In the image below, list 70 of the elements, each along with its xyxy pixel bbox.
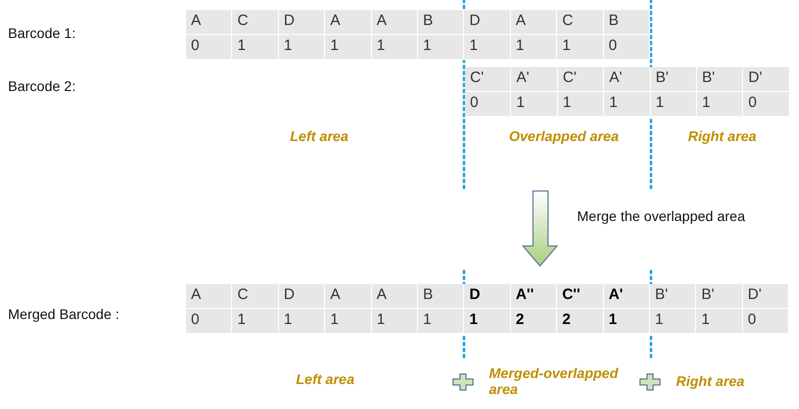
barcode-cell: B [418, 10, 464, 35]
barcode-cell: A [325, 10, 372, 35]
barcode-cell: B' [696, 284, 743, 309]
area-label: Merged-overlapped area [489, 365, 620, 397]
barcode-cell: 1 [557, 35, 604, 60]
barcode-cell: 2 [510, 309, 558, 334]
barcode-cell: 1 [418, 35, 464, 60]
barcode-cell: 1 [464, 309, 511, 334]
barcode-cell: 1 [372, 35, 418, 60]
barcode-cell: B' [697, 67, 744, 92]
barcode-cell: A' [511, 67, 558, 92]
barcode-cell: 0 [465, 92, 512, 117]
row-label: Merged Barcode : [8, 306, 120, 322]
barcode-cell: 1 [278, 309, 326, 334]
barcode-cell: D' [743, 67, 790, 92]
area-label: Left area [290, 128, 348, 144]
barcode-cell: 0 [186, 35, 232, 60]
area-label: Right area [688, 128, 756, 144]
barcode-cell: A [372, 284, 418, 309]
barcode-cell: A'' [510, 284, 558, 309]
barcode-cell: D [464, 10, 511, 35]
barcode-cell: B [418, 284, 464, 309]
barcode-cell: C' [465, 67, 512, 92]
barcode-cell: D' [742, 284, 790, 309]
barcode-cell: D [464, 284, 511, 309]
barcode-cell: 1 [650, 92, 697, 117]
barcode-cell: 1 [232, 309, 279, 334]
barcode-cell: A [510, 10, 558, 35]
barcode-cell: 0 [742, 309, 790, 334]
barcode-cell: 0 [604, 35, 650, 60]
barcode-cell: B [604, 10, 650, 35]
barcode-cell: 1 [232, 35, 279, 60]
row-label: Barcode 2: [8, 78, 76, 94]
barcode-cell: 1 [696, 309, 743, 334]
barcode-cell: D [278, 10, 326, 35]
barcode-cell: C [232, 10, 279, 35]
barcode-cell: 1 [650, 309, 696, 334]
area-label: Overlapped area [509, 128, 619, 144]
barcode-cell: 1 [511, 92, 558, 117]
barcode-cell: A [325, 284, 372, 309]
barcode-cell: 2 [557, 309, 604, 334]
barcode-cell: 1 [604, 92, 651, 117]
barcode-cell: 1 [697, 92, 744, 117]
barcode-cell: 0 [743, 92, 790, 117]
area-label: Left area [296, 371, 354, 387]
barcode-cell: C'' [557, 284, 604, 309]
barcode-cell: C' [558, 67, 604, 92]
step-note: Merge the overlapped area [577, 208, 746, 224]
barcode-cell: 1 [278, 35, 326, 60]
area-label: Right area [676, 373, 744, 389]
barcode-cell: A' [604, 67, 651, 92]
barcode-cell: 1 [558, 92, 604, 117]
barcode-cell: A [186, 284, 232, 309]
barcode-cell: 1 [325, 309, 372, 334]
barcode-cell: A [186, 10, 232, 35]
barcode-cell: B' [650, 67, 697, 92]
barcode-cell: C [232, 284, 279, 309]
barcode-cell: 1 [510, 35, 558, 60]
barcode-cell: A [372, 10, 418, 35]
barcode-cell: 1 [464, 35, 511, 60]
barcode-cell: 1 [325, 35, 372, 60]
barcode-cell: D [278, 284, 326, 309]
barcode-cell: C [557, 10, 604, 35]
barcode-cell: A' [604, 284, 650, 309]
barcode-cell: 1 [372, 309, 418, 334]
barcode-cell: 1 [418, 309, 464, 334]
barcode-cell: B' [650, 284, 696, 309]
barcode-cell: 0 [186, 309, 232, 334]
row-label: Barcode 1: [8, 25, 76, 41]
barcode-cell: 1 [604, 309, 650, 334]
